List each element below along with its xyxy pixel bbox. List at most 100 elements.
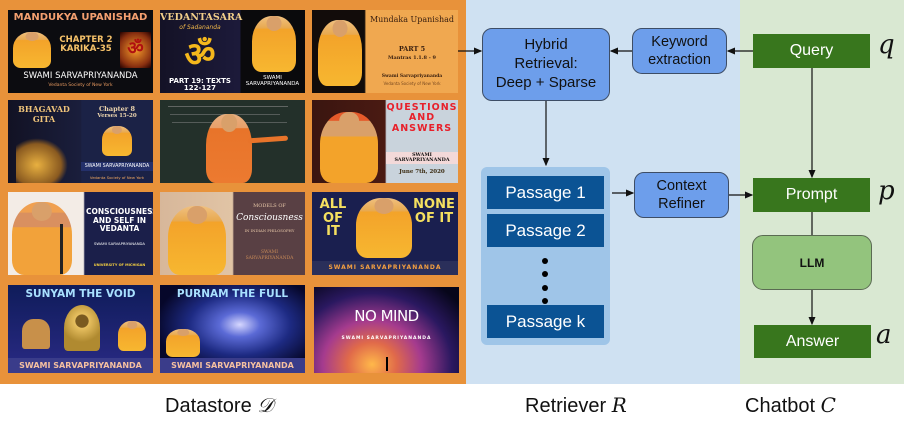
thumbnail-purnam-the-full: PURNAM THE FULL SWAMI SARVAPRIYANANDA [160,285,305,373]
thumbnail-blackboard-lecture [160,100,305,183]
thumbnail-no-mind: NO MIND SWAMI SARVAPRIYANANDA [314,287,459,373]
keyword-extraction-node: Keyword extraction [632,28,727,74]
keyword-line-2: extraction [648,52,711,68]
ellipsis-dot [542,298,548,304]
speaker-image [12,202,72,275]
thumb-speaker: SWAMI SARVAPRIYANANDA [160,358,305,373]
caption-retriever-label: Retriever [525,395,607,417]
caption-datastore: Datastore 𝒟 [165,393,273,418]
thumb-title: Mundaka Upanishad [369,15,455,24]
buddha-statue [22,319,50,349]
thumb-detail: PART 19: TEXTS 122-127 [169,77,231,93]
thumb-subtitle: Chapter 8 [98,105,135,113]
chalk-writing [168,106,288,107]
thumb-title-right: NONE OF IT [413,197,455,226]
thumb-speaker: SWAMI SARVAPRIYANANDA [8,358,153,373]
hybrid-line-2: Retrieval: [514,55,578,73]
answer-symbol: a [876,320,892,350]
caption-datastore-label: Datastore [165,395,252,417]
thumbnail-mandukya-upanishad: MANDUKYA UPANISHAD CHAPTER 2 KARIKA-35 ॐ… [8,10,153,93]
pointing-arm [247,135,289,144]
thumb-title: BHAGAVAD GITA [18,104,70,124]
thumbnail-mundaka-upanishad: Mundaka Upanishad PART 5 Mantras 1.1.8 -… [312,10,458,93]
thumb-title-left: ALL OF IT [319,197,347,240]
thumbnail-consciousness-and-self: CONSCIOUSNESS AND SELF IN VEDANTA SWAMI … [8,192,153,275]
ellipsis-dot [542,285,548,291]
speaker-image [252,16,296,72]
prompt-node: Prompt [753,178,870,212]
thumb-speaker: SWAMI SARVAPRIYANANDA [386,152,458,165]
thumb-detail: June 7th, 2020 [399,169,445,175]
refiner-line-1: Context [656,177,707,194]
hybrid-line-1: Hybrid [524,36,568,54]
thumb-speaker: SWAMI SARVAPRIYANANDA [245,250,294,261]
thumb-title: CONSCIOUSNESS AND SELF IN VEDANTA [86,207,153,234]
galaxy-icon [200,307,280,347]
thumb-speaker: SWAMI SARVAPRIYANANDA [341,336,432,341]
refiner-line-2: Refiner [658,196,705,212]
thumb-detail: IN INDIAN PHILOSOPHY [244,228,295,233]
speaker-image [118,321,146,351]
thumb-title: SUNYAM THE VOID [25,288,136,300]
thumb-speaker: Swami Sarvapriyananda [381,74,443,79]
thumb-org: UNIVERSITY OF MICHIGAN [93,263,146,267]
thumb-detail: Mantras 1.1.8 - 9 [387,55,437,61]
thumb-speaker: SWAMI SARVAPRIYANANDA [245,75,300,87]
ellipsis-dot [542,258,548,264]
thumbnail-sunyam-the-void: SUNYAM THE VOID SWAMI SARVAPRIYANANDA [8,285,153,373]
caption-chatbot-label: Chatbot [745,395,816,417]
thumb-speaker: SWAMI SARVAPRIYANANDA [93,241,146,246]
speaker-image [13,32,51,68]
thumb-subtitle: Consciousness [236,213,303,223]
thumbnail-bhagavad-gita: BHAGAVAD GITA Chapter 8 Verses 15-20 SWA… [8,100,153,183]
speaker-image [166,329,200,357]
query-symbol: q [878,30,895,60]
thumb-speaker: SWAMI SARVAPRIYANANDA [23,71,138,81]
llm-node: LLM [752,235,872,290]
caption-retriever-symbol: R [611,393,627,417]
microphone [60,224,63,274]
om-icon: ॐ [184,35,216,75]
caption-retriever: Retriever R [525,393,627,418]
passage-k: Passage k [487,305,604,338]
hybrid-line-3: Deep + Sparse [495,73,597,91]
ellipsis-dot [542,271,548,277]
thumb-title: VEDANTASARA [160,12,243,23]
om-icon: ॐ [127,38,144,59]
thumb-title: QUESTIONS AND ANSWERS [386,102,458,134]
speaker-image [206,114,252,183]
thumb-title: MANDUKYA UPANISHAD [13,12,148,23]
prompt-symbol: p [878,176,895,206]
speaker-image [356,198,412,258]
passage-2: Passage 2 [487,214,604,247]
person-silhouette [386,357,388,371]
thumb-title: NO MIND [354,307,419,325]
answer-node: Answer [754,325,871,358]
caption-datastore-symbol: 𝒟 [257,393,274,417]
thumb-subtitle: of Sadananda [179,24,221,31]
speaker-image [318,20,362,86]
thumb-org: Vedanta Society of New York [383,81,441,86]
hybrid-retrieval-node: Hybrid Retrieval: Deep + Sparse [482,28,610,101]
caption-chatbot-symbol: C [820,393,836,417]
om-panel [120,32,151,68]
thumbnail-questions-and-answers: QUESTIONS AND ANSWERS SWAMI SARVAPRIYANA… [312,100,458,183]
speaker-image [102,126,132,156]
query-node: Query [753,34,870,68]
speaker-image [168,206,226,275]
keyword-line-1: Keyword [651,33,708,50]
dharma-wheel-icon [64,305,100,351]
thumb-subtitle: CHAPTER 2 KARIKA-35 [59,35,113,54]
passage-list: Passage 1 Passage 2 Passage k [481,167,610,345]
caption-chatbot: Chatbot C [745,393,836,418]
thumbnail-models-of-consciousness: MODELS OF Consciousness IN INDIAN PHILOS… [160,192,305,275]
speaker-image [320,112,378,183]
thumb-org: Vedanta Society of New York [48,83,113,88]
krishna-arjuna-image [16,138,68,183]
thumbnail-vedantasara: VEDANTASARA of Sadananda ॐ PART 19: TEXT… [160,10,305,93]
thumb-speaker: SWAMI SARVAPRIYANANDA [312,261,458,275]
thumb-org: Vedanta Society of New York [89,175,145,180]
thumb-title: PURNAM THE FULL [176,288,289,300]
thumb-subtitle: PART 5 [398,45,426,53]
thumb-title: MODELS OF [253,203,286,209]
